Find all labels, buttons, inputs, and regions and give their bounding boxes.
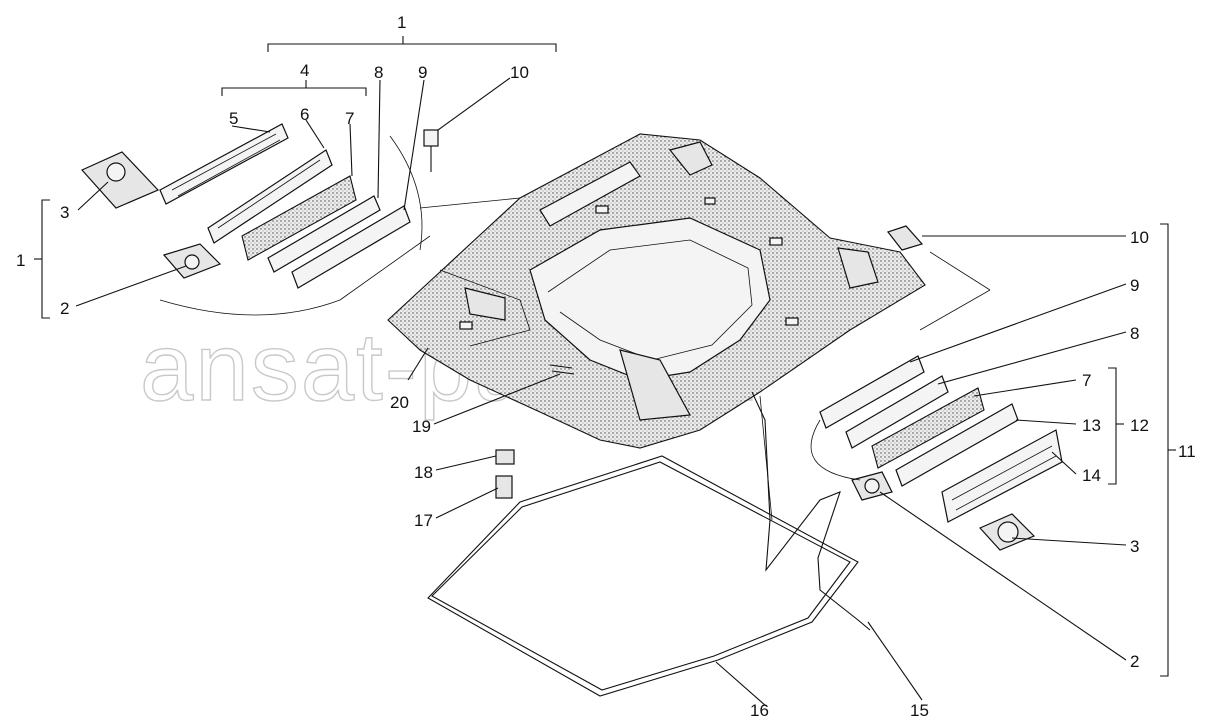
leader-lines [34,36,1176,707]
callout-16: 16 [750,701,769,720]
callout-19: 19 [412,417,431,436]
callout-2-left: 2 [60,299,69,318]
callout-15: 15 [910,701,929,720]
callout-3-left: 3 [60,203,69,222]
callout-7-right: 7 [1082,371,1091,390]
callout-9-left: 9 [418,63,427,82]
callout-12: 12 [1130,416,1149,435]
callout-10-right: 10 [1130,228,1149,247]
callout-8-right: 8 [1130,324,1139,343]
callout-3-right: 3 [1130,537,1139,556]
callout-7-left: 7 [345,109,354,128]
callout-13: 13 [1082,416,1101,435]
left-lamp-assembly [81,123,521,316]
roof-headliner [387,133,926,449]
callout-2-right: 2 [1130,652,1139,671]
callout-10-left: 10 [510,63,529,82]
callout-labels: 1 4 5 6 7 8 9 10 3 1 2 10 9 8 7 13 12 14… [16,13,1196,720]
callout-18: 18 [414,463,433,482]
callout-1-left: 1 [16,251,25,270]
seal-and-drain [427,391,871,697]
callout-9-right: 9 [1130,276,1139,295]
callout-11: 11 [1178,442,1196,461]
callout-1-top: 1 [397,13,406,32]
callout-14: 14 [1082,466,1101,485]
right-lamp-assembly [810,225,1063,551]
callout-20: 20 [390,393,409,412]
callout-5: 5 [229,109,238,128]
callout-4: 4 [300,61,309,80]
callout-17: 17 [414,511,433,530]
callout-8-left: 8 [374,63,383,82]
callout-6: 6 [300,105,309,124]
